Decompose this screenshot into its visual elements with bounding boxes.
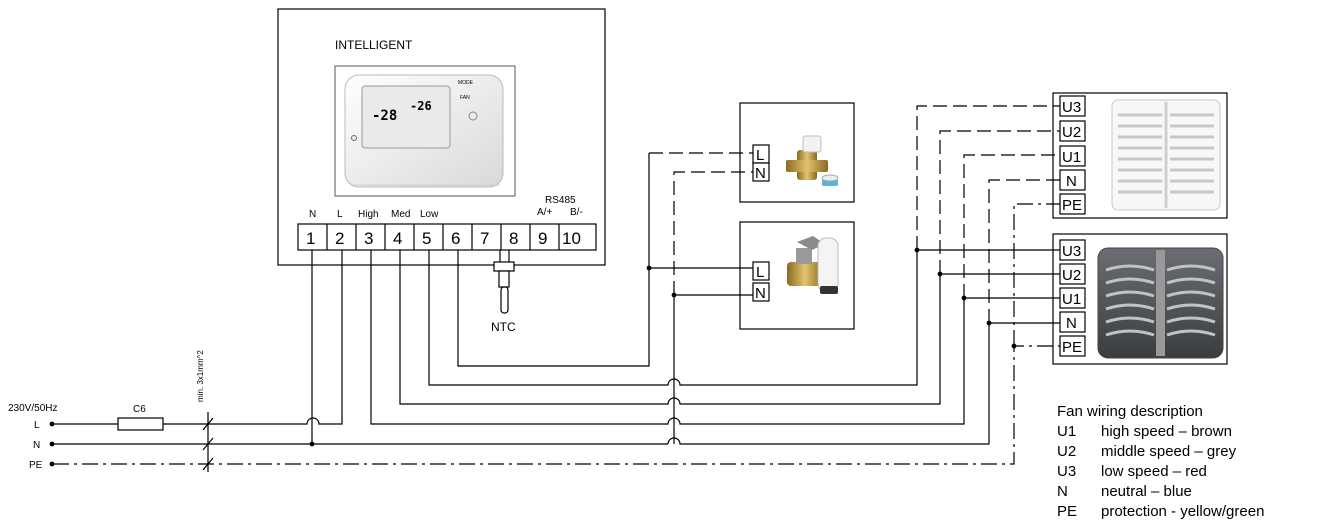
terminal-8: 8 [509, 229, 518, 248]
fan-2-terminal-u3: U3 [1062, 243, 1081, 260]
fan-1-terminal-u2: U2 [1062, 124, 1081, 141]
supply-line-l: L [34, 420, 40, 431]
wire-l-to-terminal-2 [163, 250, 343, 425]
legend-code-u3: U3 [1057, 463, 1076, 480]
fuse-label: C6 [133, 404, 146, 415]
display-fan-label: FAN [460, 95, 470, 101]
display-left-temp: -28 [372, 108, 397, 124]
fan-1-terminal-n: N [1066, 173, 1077, 190]
terminal-6: 6 [451, 229, 460, 248]
fan-wiring-legend: Fan wiring description U1 high speed – b… [1057, 403, 1264, 520]
terminal-5: 5 [422, 229, 431, 248]
indicator-icon [351, 135, 357, 141]
thermostat-image: -28 -26 MODE FAN [334, 65, 516, 197]
valve-1-image [786, 135, 839, 186]
legend-code-u2: U2 [1057, 443, 1076, 460]
rs485-a-label: A/+ [537, 207, 552, 218]
ntc-label: NTC [491, 320, 516, 334]
fan-2: U3 U2 U1 N PE [1052, 233, 1228, 365]
valve-2-terminal-n: N [755, 285, 766, 302]
legend-desc-n: neutral – blue [1101, 483, 1192, 500]
display-mode-label: MODE [458, 80, 474, 86]
fan-2-terminal-u2: U2 [1062, 267, 1081, 284]
wire-high-to-u1 [370, 250, 1060, 425]
terminal-2: 2 [335, 229, 344, 248]
legend-desc-u1: high speed – brown [1101, 423, 1232, 440]
ntc-sensor: NTC [491, 250, 516, 334]
wire-6-to-valve-l [457, 250, 753, 367]
legend-desc-pe: protection - yellow/green [1101, 503, 1264, 520]
terminal-7: 7 [480, 229, 489, 248]
legend-code-n: N [1057, 483, 1068, 500]
wire-low-to-u3 [428, 249, 1060, 386]
terminal-label-l: L [337, 209, 343, 220]
power-button-icon [468, 111, 478, 121]
wire-n-to-terminal-1 [53, 250, 313, 445]
legend-desc-u2: middle speed – grey [1101, 443, 1237, 460]
valve-2-terminal-l: L [756, 264, 764, 281]
rs485-label: RS485 [545, 195, 576, 206]
valve-1: L N [739, 102, 855, 203]
fan-2-terminals: U3 U2 U1 N PE [1059, 239, 1086, 357]
fan-2-terminal-pe: PE [1062, 339, 1082, 356]
legend-desc-u3: low speed – red [1101, 463, 1207, 480]
valve-2-image [787, 236, 839, 294]
rs485-b-label: B/- [570, 207, 583, 218]
valve-1-terminal-n: N [755, 165, 766, 182]
legend-code-u1: U1 [1057, 423, 1076, 440]
terminal-1: 1 [306, 229, 315, 248]
display-right-temp: -26 [410, 99, 432, 113]
fan-2-image [1097, 247, 1224, 359]
terminal-4: 4 [393, 229, 402, 248]
controller: INTELLIGENT -28 -26 MODE FAN N L High Me… [277, 8, 606, 266]
terminal-3: 3 [364, 229, 373, 248]
terminal-label-low: Low [420, 209, 439, 220]
wire-n-to-fan-2 [667, 322, 1060, 445]
legend-title: Fan wiring description [1057, 403, 1203, 420]
supply-line-pe: PE [29, 460, 43, 471]
terminal-9: 9 [538, 229, 547, 248]
fan-1-terminal-pe: PE [1062, 197, 1082, 214]
cable-label: min. 3x1mm^2 [196, 350, 205, 402]
terminal-block: 1 2 3 4 5 6 7 8 9 10 [297, 223, 597, 251]
fan-2-terminal-n: N [1066, 315, 1077, 332]
controller-brand: INTELLIGENT [335, 38, 413, 52]
valve-1-terminal-l: L [756, 147, 764, 164]
wire-pe [53, 345, 1060, 465]
wires [49, 105, 1060, 472]
terminal-10: 10 [562, 229, 581, 248]
fuse-c6 [117, 417, 164, 431]
supply-line-n: N [33, 440, 40, 451]
supply-voltage: 230V/50Hz [8, 403, 57, 414]
fan-1: U3 U2 U1 N PE [1052, 92, 1228, 219]
legend-code-pe: PE [1057, 503, 1077, 520]
terminal-label-med: Med [391, 209, 410, 220]
terminal-label-n: N [309, 209, 316, 220]
fan-1-terminal-u3: U3 [1062, 99, 1081, 116]
fan-2-terminal-u1: U1 [1062, 291, 1081, 308]
valve-2: L N [739, 221, 855, 330]
terminal-label-high: High [358, 209, 379, 220]
wire-med-to-u2 [399, 250, 1060, 405]
fan-1-terminal-u1: U1 [1062, 149, 1081, 166]
supply-labels: 230V/50Hz C6 min. 3x1mm^2 L N PE [8, 350, 205, 471]
fan-1-image [1111, 99, 1221, 211]
fan-1-terminals: U3 U2 U1 N PE [1059, 95, 1086, 215]
